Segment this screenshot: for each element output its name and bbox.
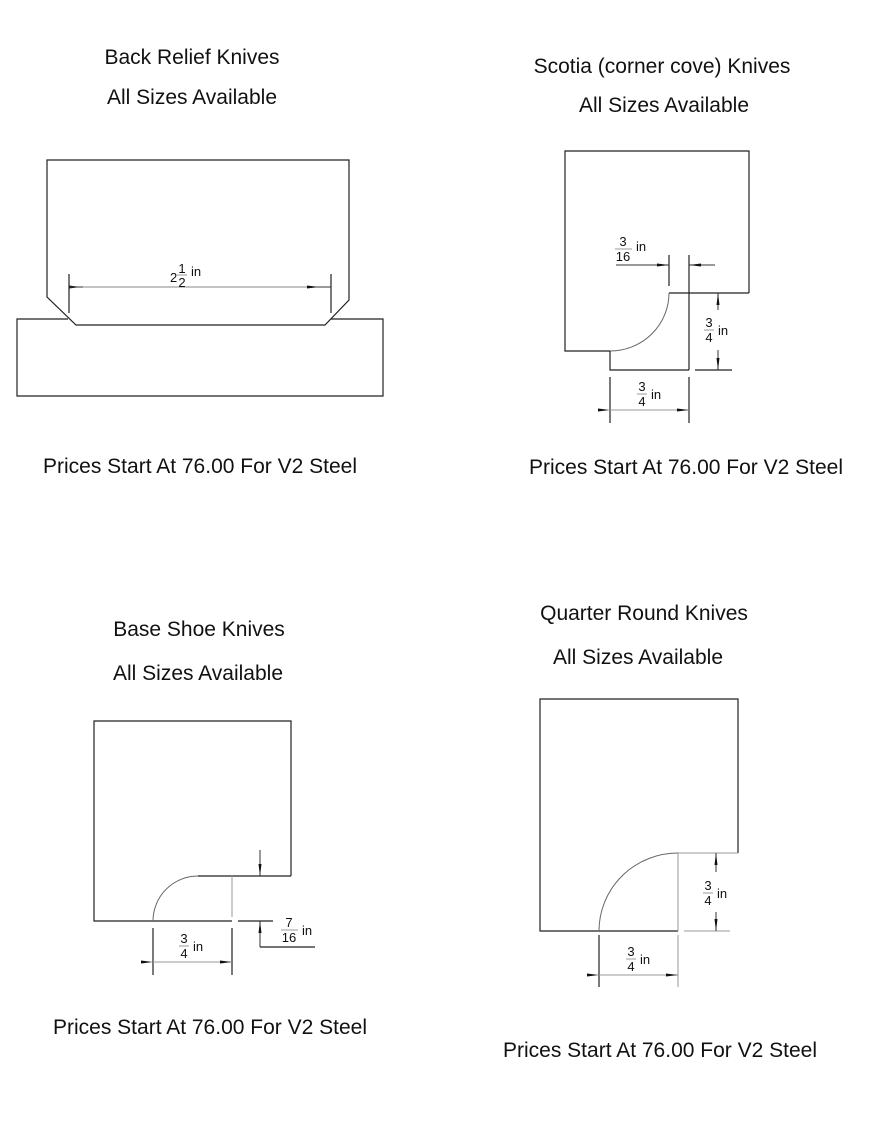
price-note: Prices Start At 76.00 For V2 Steel <box>503 1039 817 1062</box>
price-note: Prices Start At 76.00 For V2 Steel <box>53 1016 367 1039</box>
svg-text:4: 4 <box>627 959 634 974</box>
svg-text:in: in <box>302 923 312 938</box>
svg-text:in: in <box>717 886 727 901</box>
knife-profile <box>93 720 292 922</box>
knife-profile <box>46 159 350 326</box>
svg-text:3: 3 <box>619 234 626 249</box>
svg-text:in: in <box>191 264 201 279</box>
panel-subtitle: All Sizes Available <box>107 86 277 109</box>
svg-text:in: in <box>640 952 650 967</box>
panel-title: Back Relief Knives <box>104 46 279 69</box>
dimension-label: 3 4 in <box>703 878 727 908</box>
svg-text:16: 16 <box>616 249 630 264</box>
svg-text:in: in <box>636 239 646 254</box>
scotia-drawing: 3 16 in 3 4 in 3 4 in <box>564 150 750 423</box>
svg-text:7: 7 <box>285 915 292 930</box>
panel-base-shoe: Base Shoe Knives All Sizes Available 7 1… <box>53 618 367 1039</box>
panel-scotia: Scotia (corner cove) Knives All Sizes Av… <box>529 55 843 479</box>
panel-subtitle: All Sizes Available <box>553 646 723 669</box>
dimension-label: 3 4 in <box>704 315 728 345</box>
dimension-label: 7 16 in <box>281 915 312 945</box>
panel-quarter-round: Quarter Round Knives All Sizes Available… <box>503 602 817 1062</box>
dimension-label: 2 1 2 in <box>170 261 201 290</box>
dimension-label: 3 4 in <box>626 944 650 974</box>
svg-text:in: in <box>718 323 728 338</box>
svg-text:3: 3 <box>638 379 645 394</box>
panel-subtitle: All Sizes Available <box>579 94 749 117</box>
base-shoe-drawing: 7 16 in 3 4 in <box>93 720 315 975</box>
svg-text:16: 16 <box>282 930 296 945</box>
svg-text:3: 3 <box>704 878 711 893</box>
dimension-label: 3 16 in <box>615 234 646 264</box>
stock-block <box>16 318 384 397</box>
svg-text:4: 4 <box>704 893 711 908</box>
svg-text:2: 2 <box>178 275 185 290</box>
back-relief-drawing: 2 1 2 in <box>16 159 384 397</box>
svg-text:3: 3 <box>705 315 712 330</box>
svg-text:in: in <box>651 387 661 402</box>
dimension-label: 3 4 in <box>179 931 203 961</box>
panel-back-relief: Back Relief Knives All Sizes Available 2… <box>16 46 384 478</box>
svg-text:in: in <box>193 939 203 954</box>
quarter-round-drawing: 3 4 in 3 4 in <box>539 698 739 987</box>
svg-text:4: 4 <box>705 330 712 345</box>
svg-text:3: 3 <box>627 944 634 959</box>
panel-subtitle: All Sizes Available <box>113 662 283 685</box>
panel-title: Base Shoe Knives <box>113 618 285 641</box>
panel-title: Scotia (corner cove) Knives <box>534 55 791 78</box>
price-note: Prices Start At 76.00 For V2 Steel <box>529 456 843 479</box>
price-note: Prices Start At 76.00 For V2 Steel <box>43 455 357 478</box>
panel-title: Quarter Round Knives <box>540 602 748 625</box>
svg-text:4: 4 <box>638 394 645 409</box>
svg-text:1: 1 <box>178 261 185 276</box>
knife-profile <box>539 698 739 932</box>
svg-text:2: 2 <box>170 270 177 285</box>
svg-text:3: 3 <box>180 931 187 946</box>
knife-profile <box>564 150 750 352</box>
svg-text:4: 4 <box>180 946 187 961</box>
dimension-label: 3 4 in <box>637 379 661 409</box>
